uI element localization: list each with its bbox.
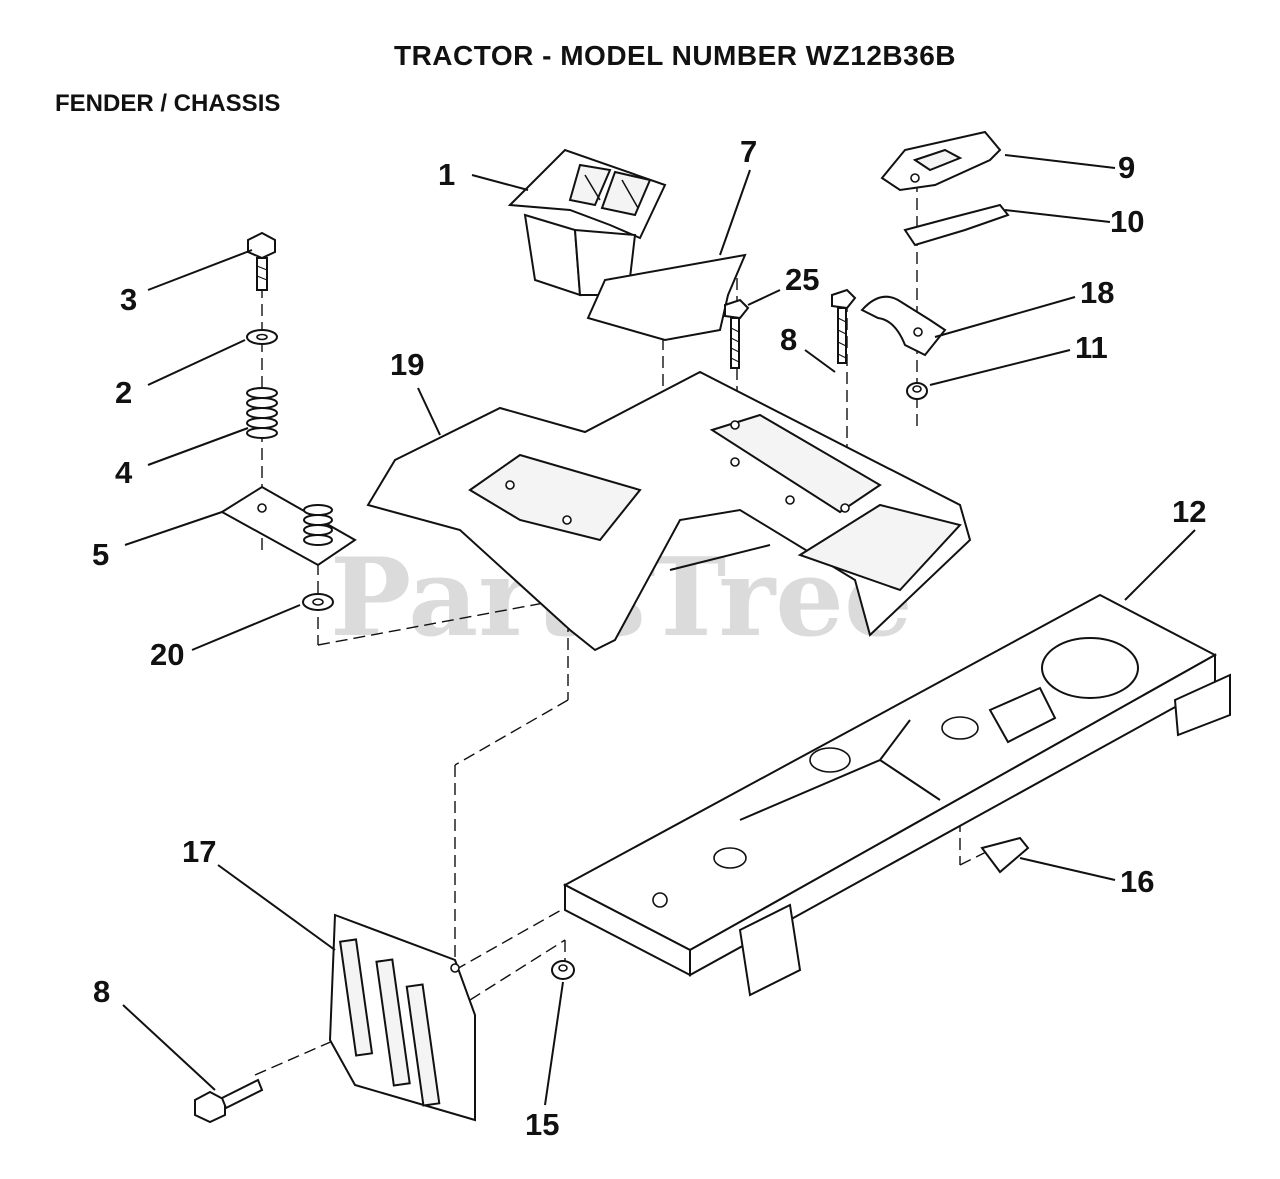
callout-numbers: 1 7 9 10 25 18 8 11 3 19 2 4 12 5 20 17 … bbox=[92, 134, 1206, 1142]
callout-4: 4 bbox=[115, 455, 133, 490]
part-15-nut bbox=[551, 960, 575, 980]
part-8-bolt-lower bbox=[194, 1078, 264, 1124]
callout-8-upper: 8 bbox=[780, 322, 797, 357]
callout-16: 16 bbox=[1120, 864, 1154, 899]
callout-10: 10 bbox=[1110, 204, 1144, 239]
part-12-chassis bbox=[562, 593, 1231, 997]
part-9-plate bbox=[880, 130, 1002, 192]
callout-25: 25 bbox=[785, 262, 819, 297]
callout-17: 17 bbox=[182, 834, 216, 869]
part-2-washer bbox=[246, 329, 278, 345]
callout-3: 3 bbox=[120, 282, 137, 317]
callout-15: 15 bbox=[525, 1107, 559, 1142]
part-18-clamp bbox=[860, 295, 947, 357]
part-4-spring bbox=[246, 387, 278, 439]
callout-7: 7 bbox=[740, 134, 757, 169]
part-19-fender bbox=[366, 370, 972, 652]
part-16-bracket bbox=[980, 836, 1030, 874]
part-3-bolt bbox=[247, 231, 276, 291]
callout-2: 2 bbox=[115, 375, 132, 410]
callout-8-lower: 8 bbox=[93, 974, 110, 1009]
callout-19: 19 bbox=[390, 347, 424, 382]
assembly-lines bbox=[254, 180, 991, 1076]
callout-18: 18 bbox=[1080, 275, 1114, 310]
callout-5: 5 bbox=[92, 537, 109, 572]
part-8-bolt-upper bbox=[831, 288, 857, 364]
part-17-plate bbox=[328, 913, 476, 1122]
page-title: TRACTOR - MODEL NUMBER WZ12B36B bbox=[393, 40, 957, 71]
callout-12: 12 bbox=[1172, 494, 1206, 529]
callout-9: 9 bbox=[1118, 150, 1135, 185]
part-20-washer bbox=[302, 593, 334, 611]
callout-20: 20 bbox=[150, 637, 184, 672]
part-10-bracket bbox=[903, 203, 1010, 247]
part-5-bracket bbox=[220, 485, 357, 567]
section-subtitle: FENDER / CHASSIS bbox=[55, 90, 281, 117]
callout-11: 11 bbox=[1075, 330, 1108, 365]
callout-1: 1 bbox=[438, 157, 455, 192]
part-7-decal bbox=[586, 253, 747, 342]
part-11-nut bbox=[906, 382, 928, 400]
leader-lines bbox=[122, 154, 1196, 1106]
part-25-bolt bbox=[724, 298, 750, 369]
